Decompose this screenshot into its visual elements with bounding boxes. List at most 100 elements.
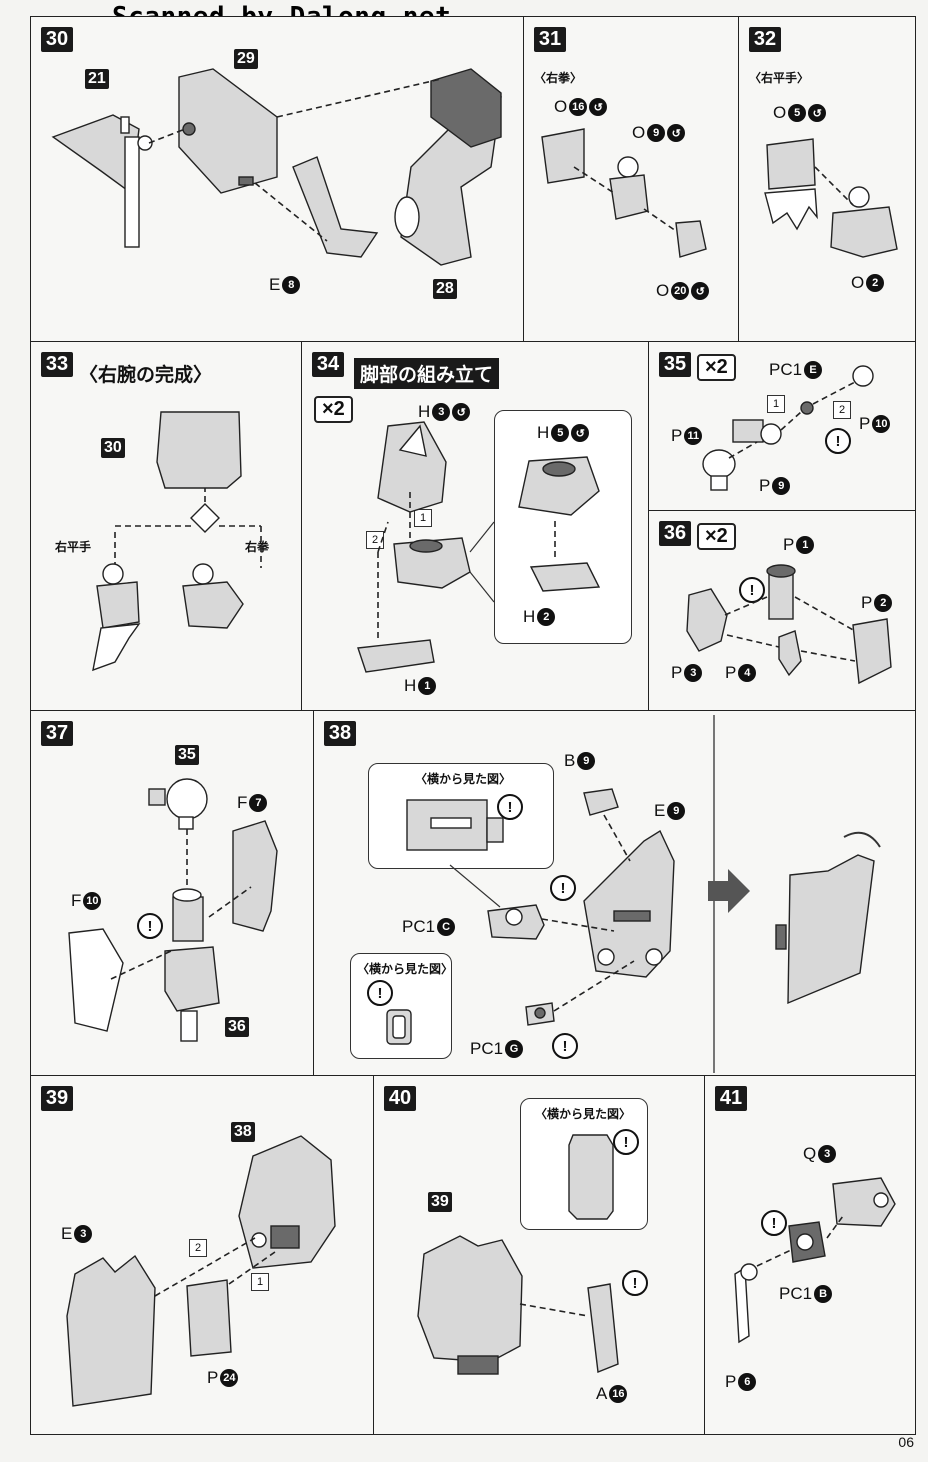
multiplier: ×2: [314, 396, 353, 423]
warning-glyph: !: [367, 980, 393, 1006]
step-41-drawing: [734, 1177, 896, 1344]
step-number: 32: [749, 27, 781, 52]
part-letter: P: [725, 1372, 737, 1391]
part-number: 24: [220, 1369, 239, 1387]
warning-icon: !: [497, 794, 523, 820]
part-number: 3: [432, 403, 451, 421]
part-letter: E: [654, 801, 666, 820]
warning-icon: !: [761, 1210, 787, 1236]
callout-drawing: [406, 799, 504, 851]
part-pc1g: PC1 G: [470, 1039, 524, 1059]
hook-icon: ↺: [691, 282, 710, 300]
step-number: 33: [41, 352, 73, 377]
part-q3: Q 3: [803, 1144, 837, 1164]
part-letter: Q: [803, 1144, 817, 1163]
order-number: 1: [414, 509, 432, 527]
page-number: 06: [898, 1434, 914, 1450]
part-o9: O 9 ↺: [632, 123, 686, 143]
part-o2: O 2: [851, 273, 885, 293]
part-b9: B 9: [564, 751, 596, 771]
order-2: 2: [833, 400, 851, 419]
callout-drawing: [386, 1009, 412, 1045]
detail-callout: H 5 ↺ H 2: [494, 410, 632, 644]
step-31-panel: 31 〈右拳〉 O 16 ↺ O 9 ↺ O 20 ↺: [523, 16, 739, 342]
warning-glyph: !: [137, 913, 163, 939]
warning-icon: !: [552, 1033, 578, 1059]
part-p4: P 4: [725, 663, 757, 683]
step-number: 37: [41, 721, 73, 746]
order-2: 2: [366, 530, 384, 549]
warning-glyph: !: [552, 1033, 578, 1059]
part-number: 2: [874, 594, 893, 612]
part-letter: H: [537, 423, 550, 442]
part-o16: O 16 ↺: [554, 97, 608, 117]
step-36-drawing: [686, 564, 892, 685]
step-37-drawing: [68, 778, 278, 1042]
part-letter: P: [859, 414, 871, 433]
label-fist: 右拳: [245, 540, 270, 554]
part-letter: P: [207, 1368, 219, 1387]
part-o20: O 20 ↺: [656, 281, 710, 301]
step-33-drawing: [92, 411, 262, 672]
step-37-panel: 37 35 36 F 7 F 10 !: [30, 710, 314, 1076]
part-letter: P: [671, 663, 683, 682]
part-h5: H 5 ↺: [537, 423, 590, 443]
part-o5: O 5 ↺: [773, 103, 827, 123]
order-1: 1: [767, 394, 785, 413]
part-letter: O: [554, 97, 568, 116]
step-41-panel: 41 Q 3 PC1 B P 6 !: [704, 1075, 916, 1435]
step-35-drawing: [702, 365, 874, 491]
ref-28: 28: [433, 279, 457, 299]
part-f7: F 7: [237, 793, 268, 813]
part-number: 7: [249, 794, 268, 812]
step-30-drawing: [51, 68, 502, 266]
part-p10: P 10: [859, 414, 891, 434]
warning-glyph: !: [550, 875, 576, 901]
part-letter: P: [759, 476, 771, 495]
part-letter: PC1: [470, 1039, 504, 1058]
part-number: 9: [577, 752, 596, 770]
part-h1: H 1: [404, 676, 437, 696]
part-pc1e: PC1 E: [769, 360, 823, 380]
part-number: 1: [796, 536, 815, 554]
callout-title: 〈横から見た図〉: [415, 772, 512, 786]
part-h3: H 3 ↺: [418, 402, 471, 422]
part-number: 8: [282, 276, 301, 294]
warning-icon: !: [739, 577, 765, 603]
hook-icon: ↺: [571, 424, 590, 442]
part-letter: B: [564, 751, 576, 770]
part-number: 9: [667, 802, 686, 820]
part-letter: F: [237, 793, 248, 812]
part-number: B: [814, 1285, 833, 1303]
ref-36: 36: [225, 1017, 249, 1037]
hook-icon: ↺: [808, 104, 827, 122]
warning-glyph: !: [622, 1270, 648, 1296]
step-number: 41: [715, 1086, 747, 1111]
warning-glyph: !: [825, 428, 851, 454]
part-letter: P: [671, 426, 683, 445]
step-34-panel: 34 脚部の組み立て ×2 H 3 ↺ H 1 1 2 H 5 ↺ H 2: [301, 341, 649, 711]
order-number: 2: [189, 1239, 207, 1257]
step-38-panel: 38 〈横から見た図〉 ! 〈横から見た図〉 ! B 9 E 9 PC1 C P…: [313, 710, 916, 1076]
order-number: 1: [767, 395, 785, 413]
part-number: E: [804, 361, 823, 379]
part-p6: P 6: [725, 1372, 757, 1392]
order-2: 2: [189, 1238, 207, 1257]
multiplier-box: ×2: [697, 523, 736, 550]
multiplier: ×2: [697, 523, 736, 550]
hook-icon: ↺: [452, 403, 471, 421]
part-number: 5: [551, 424, 570, 442]
step-number: 31: [534, 27, 566, 52]
callout-drawing: [568, 1134, 614, 1220]
part-letter: PC1: [402, 917, 436, 936]
step-36-panel: 36 ×2 P 1 P 2 P 3 P 4 !: [648, 510, 916, 711]
part-number: 9: [772, 477, 791, 495]
step-number: 30: [41, 27, 73, 52]
multiplier-box: ×2: [314, 396, 353, 423]
ref-39: 39: [428, 1192, 452, 1212]
hook-icon: ↺: [667, 124, 686, 142]
step-34-drawing: [357, 421, 495, 673]
part-letter: E: [269, 275, 281, 294]
part-letter: P: [725, 663, 737, 682]
step-32-drawing: [764, 138, 898, 258]
